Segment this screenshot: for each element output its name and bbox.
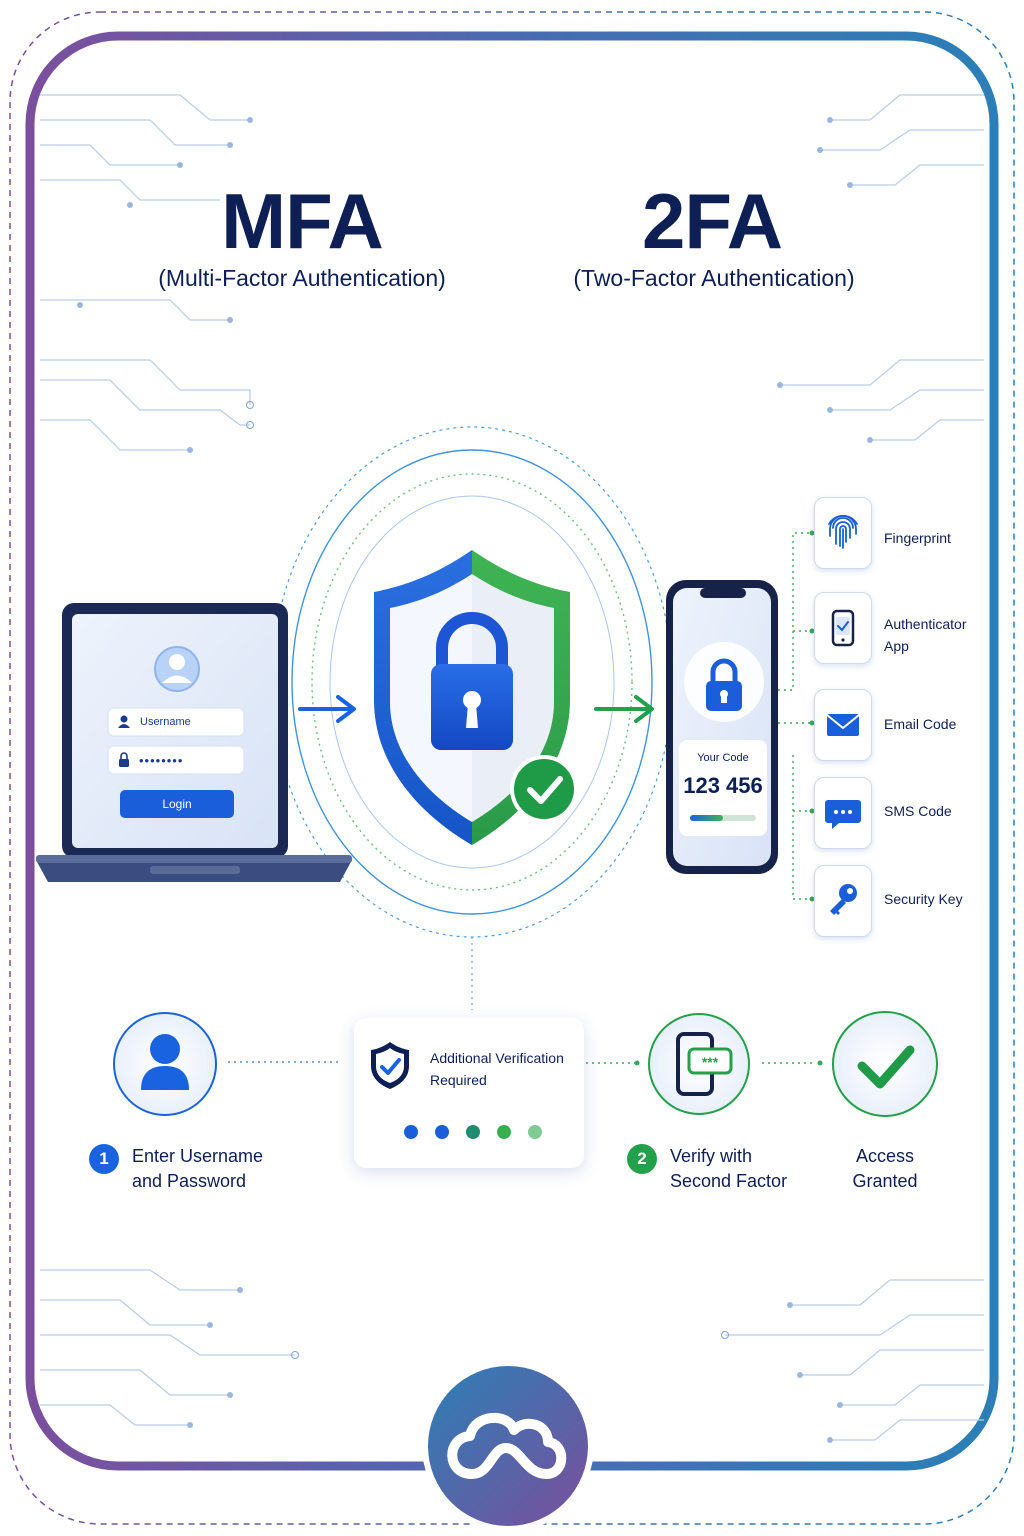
factor-security-key[interactable]: [814, 865, 872, 937]
step-2-line-1: Verify with: [670, 1146, 753, 1166]
username-field[interactable]: Username: [140, 716, 191, 728]
step-3-line-2: Granted: [852, 1171, 918, 1191]
step-2-line-2: Second Factor: [670, 1171, 788, 1191]
circuit-lines-top-left: [40, 94, 251, 451]
circuit-nodes-top-right: [777, 117, 873, 443]
circuit-lines-bottom-left: [40, 1269, 295, 1426]
factor-authenticator-app[interactable]: [814, 592, 872, 664]
progress-dot: [466, 1125, 480, 1139]
mfa-subtitle: (Multi-Factor Authentication): [158, 265, 446, 291]
code-label: Your Code: [697, 752, 749, 764]
step-1-line-1: Enter Username: [132, 1146, 264, 1166]
step-1-badge: 1: [89, 1144, 119, 1174]
circuit-lines-bottom-right: [725, 1279, 984, 1441]
factor-label-security-key: Security Key: [884, 891, 963, 907]
progress-dot: [435, 1125, 449, 1139]
circuit-nodes-bottom-left: [187, 1287, 299, 1428]
mfa-title: MFA: [221, 177, 384, 265]
fingerprint-icon: [828, 514, 858, 549]
brand-logo: [422, 1360, 594, 1532]
step-1-line-2: and Password: [132, 1171, 247, 1191]
twofa-subtitle: (Two-Factor Authentication): [573, 265, 855, 291]
factor-fingerprint[interactable]: [814, 497, 872, 569]
step-2-badge: 2: [627, 1144, 657, 1174]
arrow-shield-to-phone: [594, 695, 654, 723]
shield-illustration: [374, 550, 578, 845]
laptop-illustration: [36, 603, 352, 882]
step-3-line-1: Access: [855, 1146, 915, 1166]
circuit-lines-top-right: [780, 94, 984, 441]
factor-label-email-code: Email Code: [884, 716, 957, 732]
step3-check-circle: [832, 1011, 938, 1117]
factor-connector-dots: [809, 530, 815, 902]
progress-dot: [528, 1125, 542, 1139]
code-value: 123 456: [683, 773, 763, 798]
svg-text:***: ***: [702, 1054, 719, 1070]
factor-email-code[interactable]: [814, 689, 872, 761]
circuit-nodes-top-left: [77, 117, 254, 453]
key-icon: [830, 884, 857, 915]
step2-phone-circle: ***: [648, 1013, 750, 1115]
verification-line-1: Additional Verification: [430, 1050, 564, 1066]
chat-bubble-icon: [825, 800, 861, 829]
factor-label-fingerprint: Fingerprint: [884, 530, 951, 546]
code-progress-fill: [690, 815, 723, 821]
additional-verification-card: Additional Verification Required: [354, 1018, 584, 1168]
twofa-title: 2FA: [641, 177, 783, 265]
factor-sms-code[interactable]: [814, 777, 872, 849]
envelope-icon: [826, 714, 860, 736]
verification-line-2: Required: [430, 1072, 487, 1088]
circuit-nodes-bottom-right: [721, 1302, 843, 1443]
arrow-laptop-to-shield: [298, 695, 356, 723]
progress-dot: [497, 1125, 511, 1139]
factor-connectors: [778, 532, 812, 900]
step1-user-circle: [113, 1012, 217, 1116]
progress-dot: [404, 1125, 418, 1139]
password-field[interactable]: ••••••••: [139, 753, 184, 768]
login-button[interactable]: Login: [162, 797, 192, 811]
authenticator-app-icon: [831, 609, 855, 647]
factor-label-sms-code: SMS Code: [884, 803, 952, 819]
factor-label-authenticator-app: Authenticator App: [884, 616, 967, 654]
phone-illustration: [666, 580, 778, 874]
shield-check-icon: [371, 1042, 409, 1089]
